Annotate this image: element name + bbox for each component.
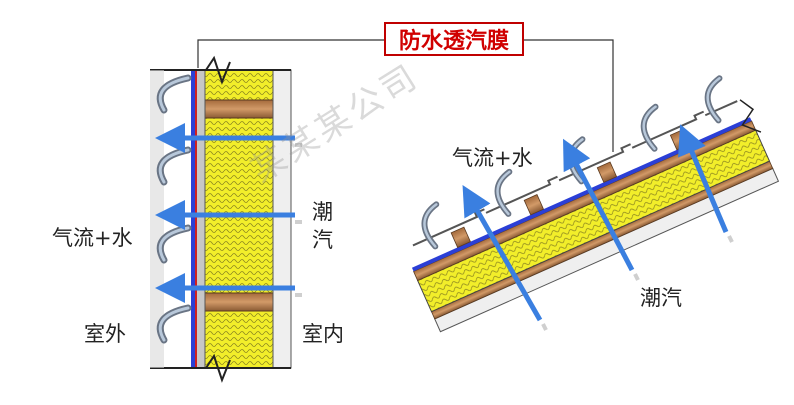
membrane-wall-edge <box>195 70 197 368</box>
interior-board <box>272 69 292 369</box>
right-airflow-water-label: 气流+水 <box>452 146 533 170</box>
wall-moisture-arrows <box>155 123 295 303</box>
membrane-wall <box>191 70 195 368</box>
roof-section <box>411 75 780 333</box>
title-membrane: 防水透汽膜 <box>384 22 524 56</box>
break-mark-bottom <box>205 353 231 383</box>
break-mark-top <box>205 55 231 85</box>
leader-line-left <box>197 39 384 68</box>
leader-line-right <box>524 39 614 152</box>
left-moisture-label-2: 汽 <box>312 228 333 252</box>
membrane-roof <box>411 117 752 272</box>
left-moisture-label-1: 潮 <box>312 200 333 224</box>
left-airflow-water-label: 气流+水 <box>52 226 133 250</box>
indoor-label: 室内 <box>302 322 344 346</box>
wall-section <box>150 55 292 383</box>
outdoor-label: 室外 <box>84 322 126 346</box>
roof-moisture-arrows <box>462 124 729 322</box>
wall-airflow-curves <box>156 74 192 344</box>
right-moisture-label: 潮汽 <box>640 286 682 310</box>
roof-arrow-3 <box>678 124 729 233</box>
roof-arrow-1 <box>462 184 543 322</box>
wall-stud-bottom <box>204 292 274 312</box>
roof-batten-3 <box>596 161 618 183</box>
roof-batten-1 <box>450 226 471 248</box>
roof-batten-2 <box>523 194 545 216</box>
roof-arrow-2 <box>563 138 635 272</box>
wall-stud-top <box>204 99 274 119</box>
roof-sheathing <box>413 120 757 282</box>
